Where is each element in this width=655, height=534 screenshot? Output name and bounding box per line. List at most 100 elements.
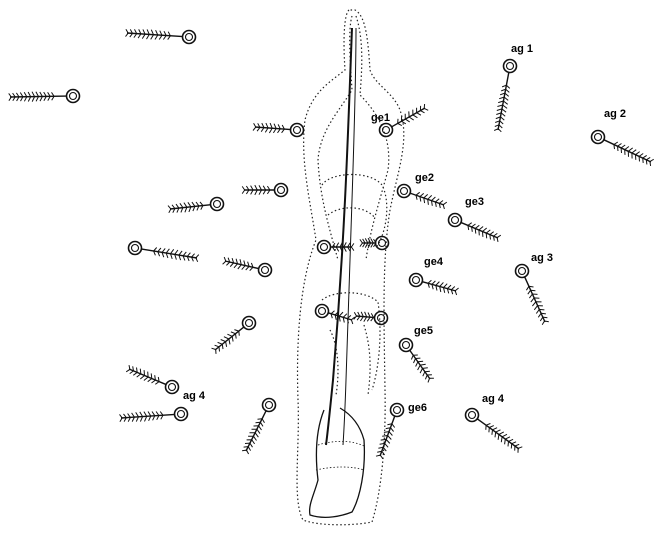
label-ag3: ag 3 xyxy=(531,253,553,264)
seta-stem xyxy=(225,261,259,269)
seta-barbs xyxy=(212,330,240,354)
seta xyxy=(410,274,459,296)
seta-stem xyxy=(603,140,651,162)
seta xyxy=(592,131,654,166)
seta-socket xyxy=(316,305,329,318)
seta-socket xyxy=(391,404,404,417)
seta-stem xyxy=(477,419,519,449)
seta xyxy=(129,242,199,262)
seta-socket xyxy=(262,267,269,274)
label-ge5: ge5 xyxy=(414,326,433,337)
seta-socket xyxy=(403,342,410,349)
seta-socket xyxy=(183,31,196,44)
seta xyxy=(449,214,501,242)
seta-socket xyxy=(275,184,288,197)
label-ag2: ag 2 xyxy=(604,109,626,120)
seta xyxy=(494,60,516,132)
label-ge2: ge2 xyxy=(415,173,434,184)
seta-socket xyxy=(291,124,304,137)
seta-socket xyxy=(398,185,411,198)
seta-socket xyxy=(70,93,77,100)
seta-socket xyxy=(449,214,462,227)
seta xyxy=(212,317,256,354)
seta-barbs xyxy=(411,355,433,382)
seta-barbs xyxy=(398,104,429,126)
seta-socket xyxy=(380,124,393,137)
label-ge4: ge4 xyxy=(424,257,443,268)
seta-stem xyxy=(391,108,425,127)
label-ge6: ge6 xyxy=(408,403,427,414)
seta-socket xyxy=(466,409,479,422)
seta-socket xyxy=(246,320,253,327)
gut-tract xyxy=(310,28,365,517)
seta xyxy=(9,90,80,103)
seta xyxy=(126,365,178,393)
seta-socket xyxy=(400,339,413,352)
seta-socket xyxy=(319,308,326,315)
seta-socket xyxy=(132,245,139,252)
seta-socket xyxy=(278,187,285,194)
seta-socket xyxy=(129,242,142,255)
seta-stem xyxy=(422,282,456,291)
seta-socket xyxy=(178,411,185,418)
label-ag4-right: ag 4 xyxy=(482,394,504,405)
seta-stem xyxy=(141,249,197,258)
seta-socket xyxy=(214,201,221,208)
seta-stem xyxy=(409,350,430,379)
seta xyxy=(318,241,354,254)
seta-socket xyxy=(67,90,80,103)
label-ag4-left: ag 4 xyxy=(183,391,205,402)
seta xyxy=(120,408,188,422)
seta-socket xyxy=(243,317,256,330)
seta xyxy=(516,265,549,325)
seta-socket xyxy=(413,277,420,284)
label-ag1: ag 1 xyxy=(511,44,533,55)
seta-socket xyxy=(259,264,272,277)
seta-socket xyxy=(516,265,529,278)
seta-socket xyxy=(592,131,605,144)
seta-socket xyxy=(383,127,390,134)
seta-socket xyxy=(186,34,193,41)
seta xyxy=(376,404,404,459)
seta-socket xyxy=(507,63,514,70)
seta xyxy=(126,29,196,43)
seta-stem xyxy=(215,327,244,350)
seta-socket xyxy=(452,217,459,224)
seta-socket xyxy=(263,399,276,412)
seta-socket xyxy=(211,198,224,211)
seta-socket xyxy=(394,407,401,414)
seta xyxy=(360,237,389,250)
seta-socket xyxy=(376,237,389,250)
seta-socket xyxy=(401,188,408,195)
seta-stem xyxy=(524,276,545,322)
seta xyxy=(242,399,275,455)
seta-barbs xyxy=(242,419,264,454)
seta-socket xyxy=(595,134,602,141)
seta xyxy=(253,123,304,136)
seta-socket xyxy=(410,274,423,287)
seta-socket xyxy=(175,408,188,421)
label-ge3: ge3 xyxy=(465,197,484,208)
seta-socket xyxy=(519,268,526,275)
seta-socket xyxy=(318,241,331,254)
seta-socket xyxy=(469,412,476,419)
seta-socket xyxy=(504,60,517,73)
seta xyxy=(223,257,272,276)
seta xyxy=(398,185,447,210)
seta-stem xyxy=(255,127,291,130)
seta-socket xyxy=(321,244,328,251)
label-ge1: ge1 xyxy=(371,113,390,124)
seta xyxy=(466,409,523,453)
seta-barbs xyxy=(416,192,447,209)
seta-socket xyxy=(166,381,179,394)
seta xyxy=(168,198,224,213)
seta xyxy=(400,339,434,383)
seta-socket xyxy=(169,384,176,391)
seta xyxy=(354,312,388,325)
seta-socket xyxy=(294,127,301,134)
seta-socket xyxy=(375,312,388,325)
seta xyxy=(242,184,287,197)
seta-stem xyxy=(246,410,266,451)
seta-socket xyxy=(266,402,273,409)
